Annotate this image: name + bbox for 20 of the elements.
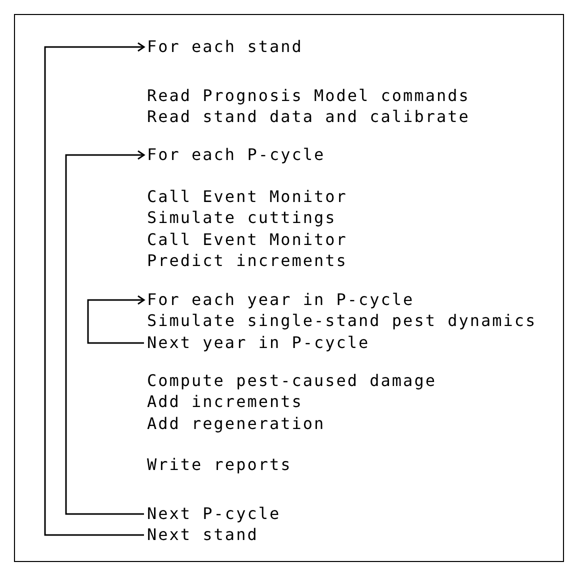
loop-statement: For each stand — [147, 37, 303, 57]
loop-statement: For each year in P-cycle — [147, 290, 414, 310]
statement-text: Write reports — [147, 455, 292, 475]
loop-statement: Next stand — [147, 525, 258, 545]
statement-text: Call Event Monitor — [147, 230, 348, 250]
statement-text: Add regeneration — [147, 414, 326, 434]
statement-text: Simulate single-stand pest dynamics — [147, 311, 537, 331]
loop-statement: Next year in P-cycle — [147, 333, 370, 353]
statement-text: Read Prognosis Model commands — [147, 86, 470, 106]
statement-text: Compute pest-caused damage — [147, 371, 436, 391]
loop-arrow — [87, 295, 145, 344]
statement-text: Predict increments — [147, 251, 348, 271]
loop-arrow — [65, 150, 145, 515]
statement-text: Read stand data and calibrate — [147, 107, 470, 127]
statement-text: Call Event Monitor — [147, 187, 348, 207]
loop-arrow — [44, 42, 145, 536]
loop-statement: For each P-cycle — [147, 145, 326, 165]
statement-text: Add increments — [147, 392, 303, 412]
statement-text: Simulate cuttings — [147, 208, 336, 228]
loop-statement: Next P-cycle — [147, 504, 281, 524]
